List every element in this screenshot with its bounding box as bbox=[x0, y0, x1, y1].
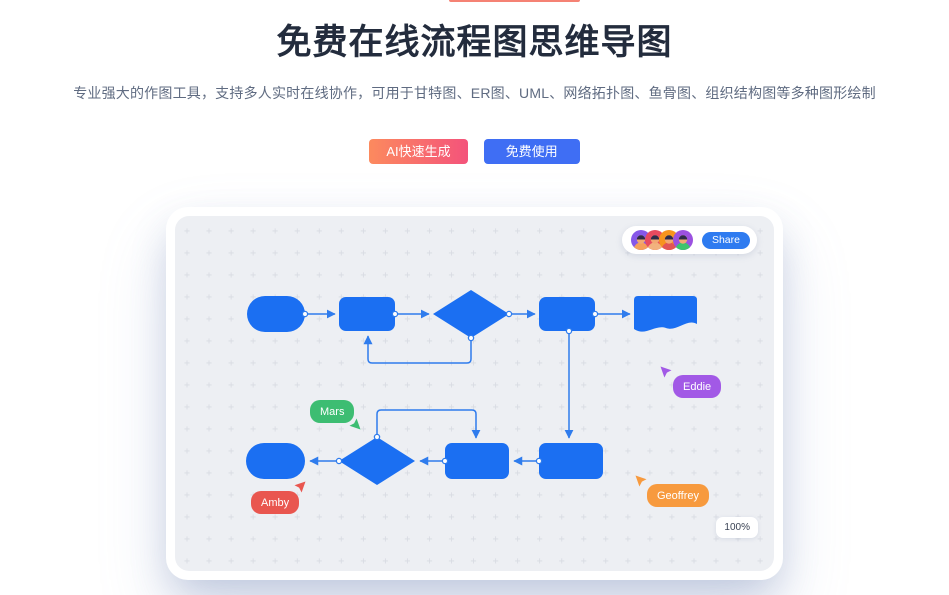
avatar-group bbox=[630, 230, 693, 250]
connection-handles bbox=[301, 310, 599, 465]
cursor-icon bbox=[294, 481, 306, 493]
cursor-icon bbox=[660, 366, 672, 378]
connector-loop-top bbox=[363, 335, 472, 364]
node-process-4 bbox=[539, 443, 603, 479]
node-process-2 bbox=[539, 297, 595, 331]
cta-row: AI快速生成 免费使用 bbox=[0, 139, 949, 164]
page-title: 免费在线流程图思维导图 bbox=[276, 23, 673, 62]
collaborator-name: Eddie bbox=[683, 381, 712, 393]
flowchart-nodes bbox=[246, 290, 697, 485]
collaborator-tag-geoffrey: Geoffrey bbox=[635, 475, 709, 507]
flowchart-diagram bbox=[246, 290, 697, 485]
node-decision-bottom bbox=[339, 437, 415, 485]
cursor-icon bbox=[635, 475, 647, 487]
person-icon bbox=[675, 235, 691, 250]
collaborator-tag-amby: Amby bbox=[251, 481, 306, 514]
top-accent-bar bbox=[449, 0, 580, 2]
collaborator-name: Mars bbox=[320, 406, 345, 418]
free-use-button[interactable]: 免费使用 bbox=[483, 139, 580, 164]
node-process-1 bbox=[339, 297, 395, 331]
node-terminator-end-bottom bbox=[246, 443, 305, 479]
node-decision-top bbox=[433, 290, 509, 338]
node-document bbox=[634, 296, 697, 332]
cursor-icon bbox=[349, 418, 361, 430]
ai-generate-button[interactable]: AI快速生成 bbox=[369, 139, 468, 164]
collaborator-tag-mars: Mars bbox=[310, 400, 361, 430]
collaborator-toolbar: Share bbox=[621, 226, 757, 254]
person-icon bbox=[661, 235, 677, 250]
editor-preview-card: + + + + + + + + + + + + + + + + + + + + … bbox=[166, 207, 783, 580]
collaborator-name: Amby bbox=[261, 497, 290, 509]
person-icon bbox=[633, 235, 649, 250]
avatar[interactable] bbox=[672, 230, 693, 250]
connector-loop-bottom bbox=[376, 409, 481, 439]
zoom-level-badge[interactable]: 100% bbox=[716, 517, 758, 538]
flowchart-canvas: + + + + + + + + + + + + + + + + + + + + … bbox=[175, 216, 774, 571]
person-icon bbox=[647, 235, 663, 250]
collaborator-tag-eddie: Eddie bbox=[660, 366, 722, 398]
node-process-3 bbox=[445, 443, 509, 479]
node-terminator-start-top bbox=[247, 296, 305, 332]
page-subtitle: 专业强大的作图工具，支持多人实时在线协作，可用于甘特图、ER图、UML、网络拓扑… bbox=[73, 85, 876, 101]
share-button[interactable]: Share bbox=[701, 231, 750, 249]
collaborator-name: Geoffrey bbox=[657, 490, 699, 502]
connectors bbox=[305, 309, 631, 466]
hero-section: 免费在线流程图思维导图 专业强大的作图工具，支持多人实时在线协作，可用于甘特图、… bbox=[0, 0, 949, 164]
